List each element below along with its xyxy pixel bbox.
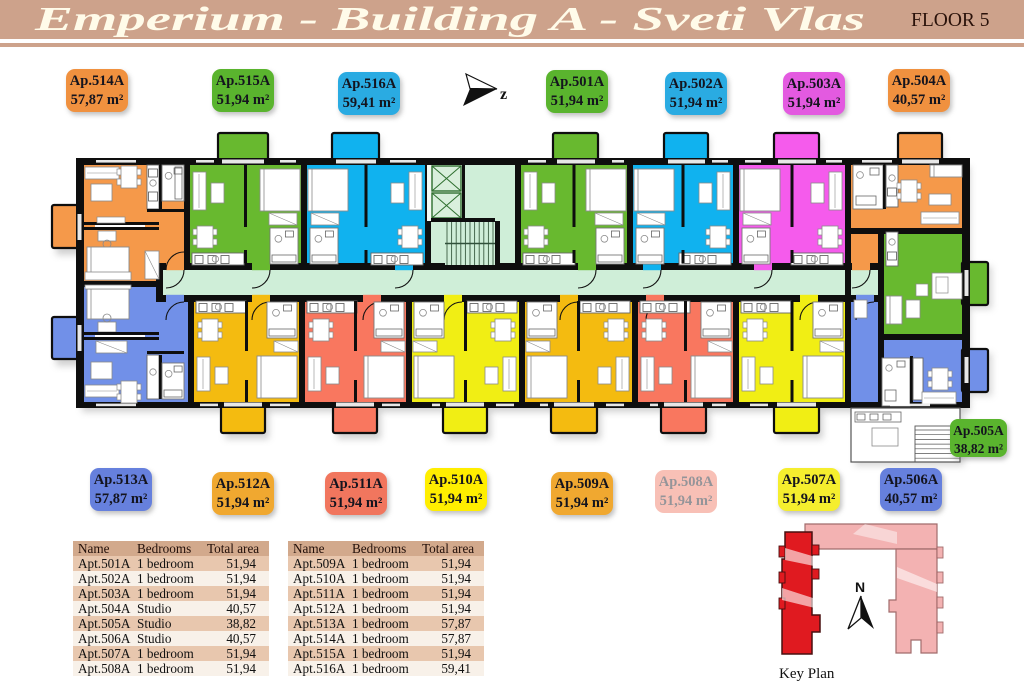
svg-text:N: N bbox=[855, 579, 865, 595]
svg-text:z: z bbox=[500, 86, 507, 103]
svg-text:Key Plan: Key Plan bbox=[779, 666, 835, 682]
svg-text:Emperium - Building A - Sveti: Emperium - Building A - Sveti Vlas bbox=[33, 1, 865, 38]
